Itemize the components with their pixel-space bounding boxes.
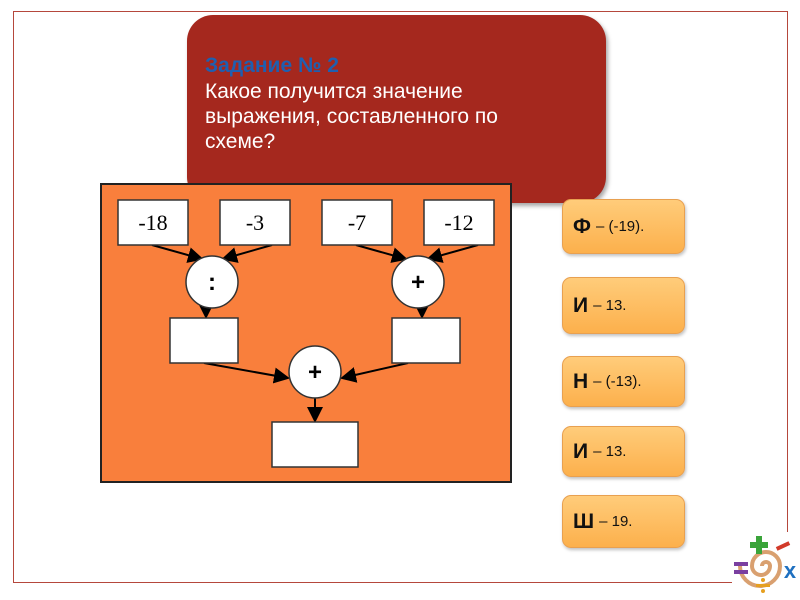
result-box	[169, 317, 239, 364]
answer-value: – (-19).	[595, 218, 645, 235]
answer-option[interactable]: Ш – 19.	[562, 495, 685, 548]
operation-symbol: +	[308, 359, 322, 386]
final-result-box	[271, 421, 359, 468]
task-question: Какое получится значение выражения, сост…	[205, 80, 498, 153]
expression-diagram: -18 -3 -7 -12 : + +	[100, 183, 512, 483]
answer-letter: Ш	[573, 509, 595, 533]
answer-value: – 19.	[599, 513, 633, 530]
task-title: Задание № 2	[205, 54, 339, 77]
task-panel: Задание № 2 Какое получится значение выр…	[187, 15, 606, 203]
input-value: -3	[246, 210, 264, 235]
input-value: -12	[444, 210, 473, 235]
operation-symbol: +	[411, 269, 425, 296]
answer-letter: Ф	[573, 214, 591, 238]
answer-value: – 13.	[593, 297, 627, 314]
input-box	[321, 199, 393, 246]
operation-node	[185, 255, 239, 309]
answer-letter: И	[573, 439, 589, 463]
answer-letter: Н	[573, 369, 589, 393]
svg-text:x: x	[784, 558, 797, 583]
operation-symbol: :	[208, 269, 216, 296]
answer-value: – 13.	[593, 443, 627, 460]
input-box	[423, 199, 495, 246]
answer-value: – (-13).	[593, 373, 642, 390]
operation-node	[391, 255, 445, 309]
answer-option[interactable]: И – 13.	[562, 426, 685, 477]
slide-frame	[13, 11, 788, 583]
input-box	[219, 199, 291, 246]
input-value: -7	[348, 210, 366, 235]
answer-option[interactable]: Ф – (-19).	[562, 199, 685, 254]
input-box	[117, 199, 189, 246]
input-value: -18	[138, 210, 167, 235]
answer-letter: И	[573, 293, 589, 317]
answer-option[interactable]: Н – (-13).	[562, 356, 685, 407]
operation-node	[288, 345, 342, 399]
math-symbols-logo-icon: x	[732, 532, 800, 600]
result-box	[391, 317, 461, 364]
answer-option[interactable]: И – 13.	[562, 277, 685, 334]
